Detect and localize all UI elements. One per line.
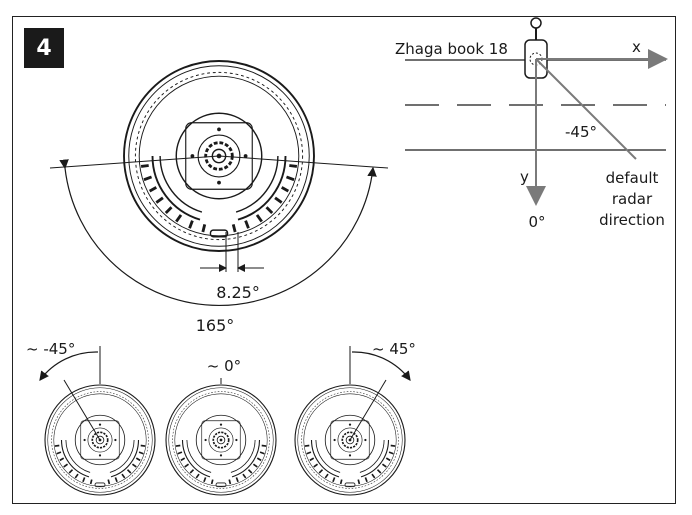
default-label: default (606, 169, 659, 187)
small-right-label: ~ 45° (372, 340, 416, 358)
sensor-knob (530, 17, 542, 29)
small-center-label: ~ 0° (207, 357, 241, 375)
minus45-label: -45° (565, 123, 597, 141)
step-angle-label: 8.25° (216, 283, 260, 302)
zhaga-book-label: Zhaga book 18 (395, 40, 508, 58)
small-device-center: ~ 0° (165, 357, 277, 496)
right-angle-arc (351, 351, 411, 381)
radar-label: radar (612, 190, 653, 208)
small-device-left: ~ -45° (26, 340, 156, 496)
y-axis-label: y (520, 168, 529, 186)
x-axis-label: x (632, 38, 641, 56)
small-left-label: ~ -45° (26, 340, 75, 358)
figure-frame (12, 16, 676, 504)
step-number-badge: 4 (24, 28, 64, 68)
left-angle-line (63, 379, 101, 441)
right-angle-line (349, 379, 387, 441)
small-device-right: ~ 45° (294, 340, 416, 496)
range-arc (59, 159, 377, 307)
default-direction-line (535, 58, 637, 160)
left-angle-arc (39, 351, 99, 381)
direction-label: direction (599, 211, 665, 229)
radar-direction-diagram: Zhaga book 18 x y -45° 0° default radar … (395, 17, 668, 231)
zero-degree-label: 0° (528, 213, 545, 231)
range-angle-label: 165° (196, 316, 235, 335)
